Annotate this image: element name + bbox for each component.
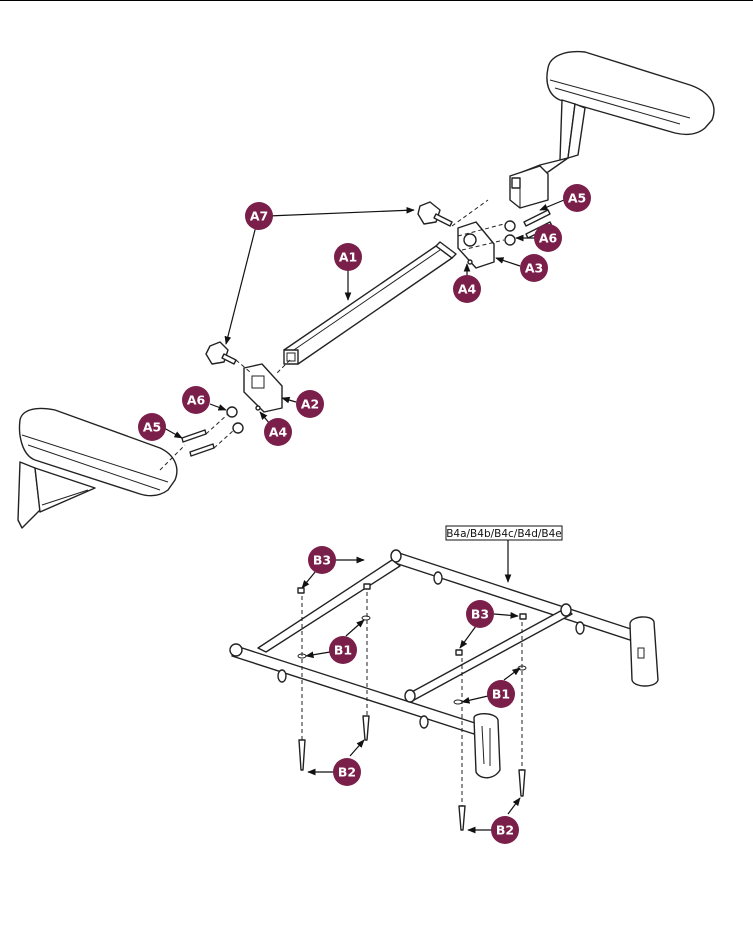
callout-a4-right-label: A4 bbox=[458, 282, 477, 297]
frame-label: B4a/B4b/B4c/B4d/B4e bbox=[446, 528, 562, 540]
callout-a6-left: A6 bbox=[182, 386, 210, 414]
callout-a7: A7 bbox=[245, 202, 273, 230]
armrest-right bbox=[509, 50, 715, 209]
callout-a1: A1 bbox=[334, 243, 362, 271]
frame-fasteners bbox=[297, 583, 527, 831]
callout-b2-left-label: B2 bbox=[338, 765, 356, 780]
armrest-left bbox=[17, 407, 178, 529]
knob-left bbox=[205, 341, 237, 365]
callout-a4-right: A4 bbox=[453, 275, 481, 303]
callout-a6-left-label: A6 bbox=[187, 393, 206, 408]
seat-frame bbox=[229, 549, 659, 779]
callout-a2-label: A2 bbox=[301, 397, 319, 412]
callout-b3-left: B3 bbox=[308, 546, 336, 574]
callout-a5-right-label: A5 bbox=[568, 191, 586, 206]
callout-b2-right: B2 bbox=[491, 816, 519, 844]
callout-a1-label: A1 bbox=[339, 250, 357, 265]
callout-a6-right: A6 bbox=[534, 224, 562, 252]
frame-label-box: B4a/B4b/B4c/B4d/B4e bbox=[445, 525, 563, 541]
leader-lines-upper bbox=[163, 199, 565, 439]
callout-a4-left: A4 bbox=[264, 418, 292, 446]
callout-b1-left-label: B1 bbox=[334, 643, 352, 658]
callout-b3-left-label: B3 bbox=[313, 553, 331, 568]
callout-b1-right: B1 bbox=[487, 680, 515, 708]
fasteners-left bbox=[159, 359, 291, 471]
callout-a4-left-label: A4 bbox=[269, 425, 288, 440]
callout-b2-right-label: B2 bbox=[496, 823, 514, 838]
callout-b2-left: B2 bbox=[333, 758, 361, 786]
callout-a5-left: A5 bbox=[138, 413, 166, 441]
bracket-a2 bbox=[243, 363, 283, 413]
callout-a7-label: A7 bbox=[250, 209, 268, 224]
leader-lines-lower bbox=[301, 540, 521, 834]
bracket-a3 bbox=[457, 221, 495, 269]
crossbar-tube bbox=[283, 241, 457, 365]
callout-a5-left-label: A5 bbox=[143, 420, 161, 435]
callout-a2: A2 bbox=[296, 390, 324, 418]
knob-right bbox=[417, 201, 453, 227]
callout-b1-left: B1 bbox=[329, 636, 357, 664]
callout-a6-right-label: A6 bbox=[539, 231, 558, 246]
callout-b3-right: B3 bbox=[466, 600, 494, 628]
top-rule bbox=[0, 0, 753, 1]
callout-b3-right-label: B3 bbox=[471, 607, 489, 622]
callout-a5-right: A5 bbox=[563, 184, 591, 212]
callout-a3: A3 bbox=[520, 254, 548, 282]
callout-b1-right-label: B1 bbox=[492, 687, 510, 702]
callout-a3-label: A3 bbox=[525, 261, 543, 276]
